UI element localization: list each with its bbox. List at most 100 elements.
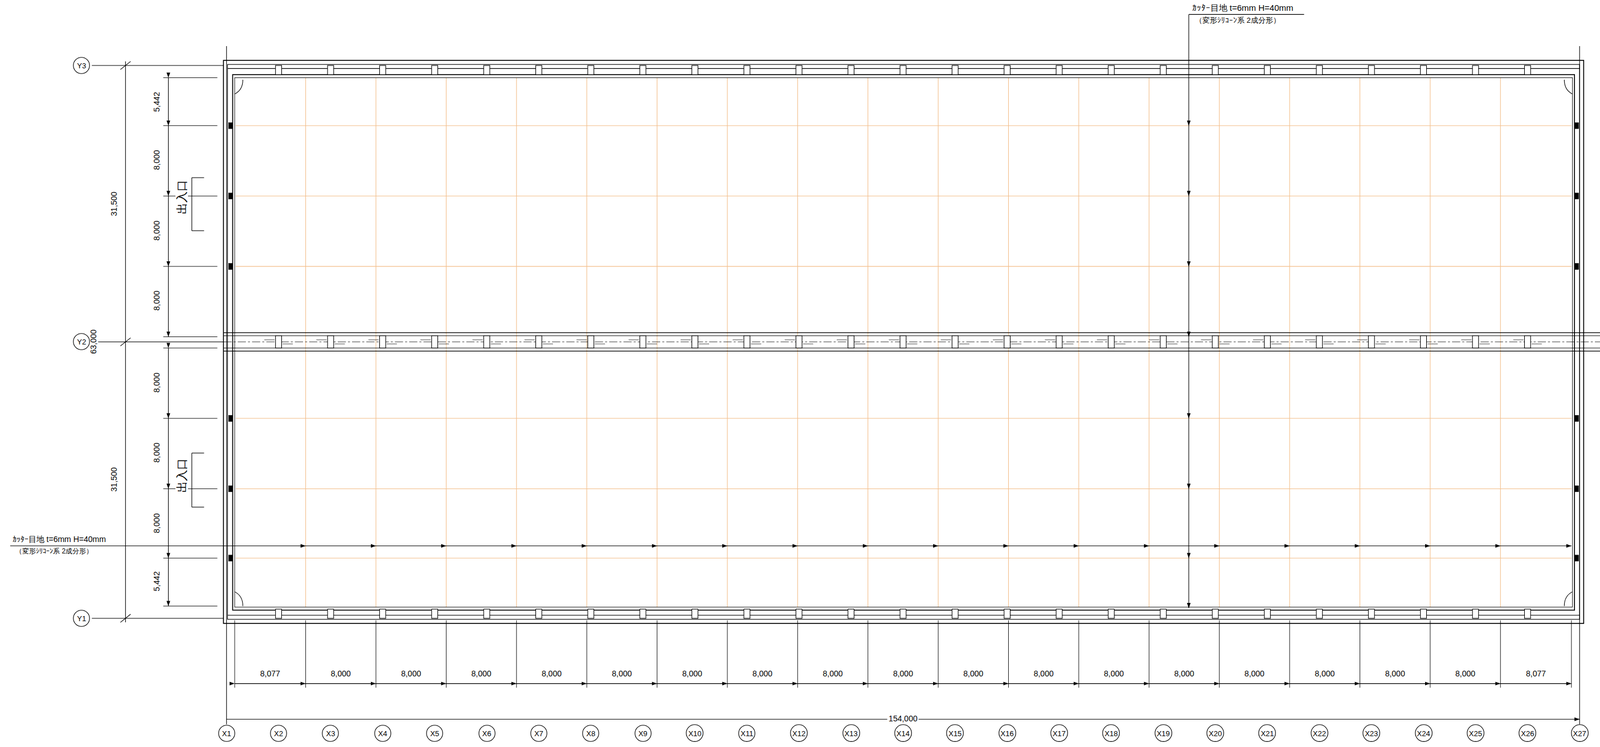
dimension-text: 8,000 [610,669,633,679]
column [848,609,855,619]
dimension-arrow [1425,681,1431,686]
column [587,65,595,75]
column [1264,336,1271,349]
entrance-bracket [191,452,204,454]
dimension-text-vertical: 5,442 [152,91,162,114]
bubble-circle [1206,725,1225,743]
grid-bubble: X10 [685,724,704,743]
leader-arrow [1187,261,1191,267]
grid-bubble: X15 [946,724,964,743]
column [1472,65,1479,75]
beam-line [1304,339,1316,341]
column [275,336,282,349]
column [743,609,751,619]
bubble-circle [842,725,860,743]
dimension-text: 8,000 [329,669,353,679]
beam-line [1357,339,1368,341]
leader-arrow [1214,544,1220,548]
column [639,609,646,619]
grid-bubble: Y1 [72,610,90,628]
beam-line [594,344,605,345]
grid-label: X27 [1573,730,1587,738]
dimension-arrow [166,332,170,338]
beam-line [1479,344,1491,345]
dimension-text: 8,000 [751,669,774,679]
column [743,65,751,75]
beam-line [751,344,762,345]
grid-label: X20 [1208,730,1222,738]
grid-label: Y3 [76,61,87,69]
column [483,609,490,619]
grid-label: X25 [1468,730,1483,738]
bubble-circle [73,56,90,73]
column [639,65,646,75]
leader-arrow [1187,413,1191,419]
column [327,609,334,619]
dimension-text: 154,000 [887,714,919,724]
joint-leaders [10,14,1572,609]
extension-line [797,620,799,689]
beam-line [524,339,535,341]
grid-line [1359,77,1361,608]
dimension-arrow [1566,681,1572,686]
column [1524,65,1531,75]
grid-label: X17 [1052,730,1066,738]
bubble-circle [1519,725,1537,743]
beam-line [334,344,346,345]
bubble-circle [1363,725,1381,743]
grid-line [1500,77,1501,608]
leader-arrow [792,544,798,548]
column [431,336,439,349]
column [228,122,233,129]
leader-arrow [1566,544,1572,548]
grid-bubble: X21 [1258,724,1276,743]
beam-line [698,344,710,345]
beam-line [490,344,502,345]
leader-arrow [1187,483,1191,489]
column [228,263,233,270]
dimension-arrow [511,681,517,686]
grid-label: Y1 [76,614,87,623]
beam-line [1409,339,1420,341]
beam-line [223,350,1600,352]
beam-line [1167,344,1178,345]
dimension-arrow [862,681,869,686]
grid-axis [91,341,224,343]
bubble-circle [1154,725,1172,743]
bubble-circle [530,725,547,742]
beam-line [1461,339,1472,341]
extension-line [445,620,447,689]
grid-label: X6 [482,730,492,738]
dimension-arrow [1073,681,1079,686]
column [379,65,386,75]
column [1574,122,1579,129]
grid-label: X26 [1520,730,1534,738]
leader-arrow [440,544,446,548]
grid-line [656,77,658,608]
dimension-arrow [166,413,170,419]
grid-bubble: X11 [738,725,756,743]
column [275,609,282,619]
bubble-circle [686,725,704,743]
grid-bubble: Y3 [72,56,90,75]
leader-line [1188,14,1190,609]
beam-line [223,335,1600,337]
leader-line [10,545,1572,547]
grid-line [375,77,376,608]
extension-line [163,336,218,338]
dimension-text: 8,000 [1102,669,1125,679]
extension-line [234,620,236,689]
grid-axis [1579,46,1581,725]
grid-bubble: X27 [1570,724,1589,743]
column [951,336,959,349]
column [1574,415,1579,422]
dimension-line [234,683,1572,685]
dimension-arrow [581,681,587,686]
column [899,336,907,349]
beam-line [1253,339,1264,341]
grid-label: X7 [534,730,544,738]
dimension-text: 8,000 [540,669,563,679]
entrance-bracket [191,230,204,232]
beam-line [368,339,379,341]
beam-line [647,344,658,345]
